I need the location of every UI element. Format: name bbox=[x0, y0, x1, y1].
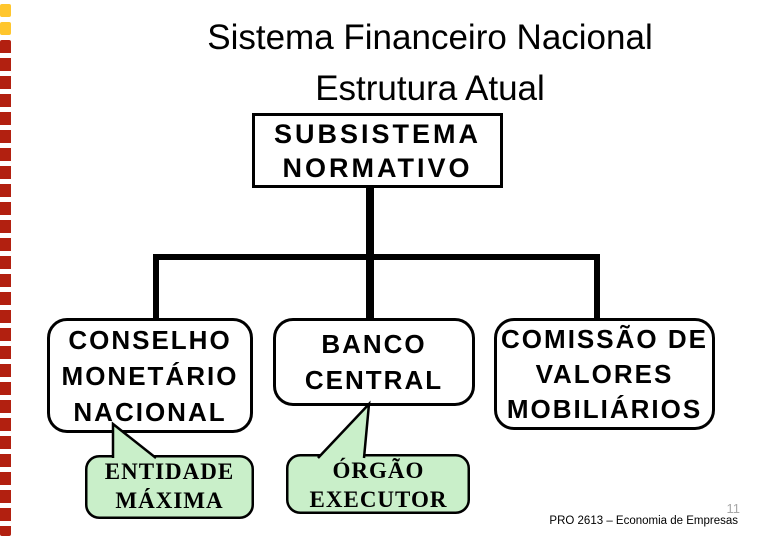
callout-entidade-line2: MÁXIMA bbox=[115, 488, 224, 513]
box-cvm-line1: COMISSÃO DE bbox=[501, 323, 708, 354]
callout-orgao-box bbox=[286, 454, 470, 514]
callout-entidade-pointer bbox=[111, 421, 157, 459]
edge-decoration-dashes bbox=[0, 40, 11, 536]
box-bc-line1: BANCO bbox=[321, 329, 427, 359]
connector-right-drop bbox=[594, 260, 600, 318]
edge-decoration-bar bbox=[0, 4, 11, 536]
callout-orgao-executor: ÓRGÃO EXECUTOR bbox=[287, 455, 470, 515]
box-cvm-line3: MOBILIÁRIOS bbox=[506, 393, 703, 424]
box-cmn-line1: CONSELHO bbox=[68, 324, 232, 355]
callout-orgao-executor-shape bbox=[286, 400, 470, 514]
box-cmn-line3: NACIONAL bbox=[73, 396, 227, 427]
box-cvm-line2: VALORES bbox=[535, 358, 674, 389]
box-subsistema-line2: NORMATIVO bbox=[282, 152, 473, 183]
edge-decoration-dot bbox=[0, 4, 11, 17]
callout-entidade-box bbox=[85, 455, 254, 519]
slide-title-line2: Estrutura Atual bbox=[315, 69, 545, 108]
connector-horizontal bbox=[153, 254, 600, 260]
footer-course-label: PRO 2613 – Economia de Empresas bbox=[549, 515, 738, 527]
slide-title: Sistema Financeiro Nacional Estrutura At… bbox=[150, 12, 710, 114]
page-number: 11 bbox=[726, 501, 741, 516]
callout-entidade-maxima-shape bbox=[85, 421, 254, 519]
edge-decoration-dot bbox=[0, 22, 11, 35]
callout-orgao-line2: EXECUTOR bbox=[309, 487, 448, 512]
box-subsistema-normativo: SUBSISTEMA NORMATIVO bbox=[252, 113, 503, 188]
callout-orgao-line1: ÓRGÃO bbox=[332, 458, 425, 483]
connector-left-drop bbox=[153, 260, 159, 318]
slide-title-line1: Sistema Financeiro Nacional bbox=[207, 18, 653, 57]
box-banco-central: BANCO CENTRAL bbox=[273, 318, 475, 406]
box-comissao-valores-mobiliarios: COMISSÃO DE VALORES MOBILIÁRIOS bbox=[494, 318, 715, 430]
box-conselho-monetario-nacional: CONSELHO MONETÁRIO NACIONAL bbox=[47, 318, 253, 433]
box-bc-line2: CENTRAL bbox=[304, 365, 444, 395]
connector-root-vertical bbox=[366, 188, 374, 318]
box-cmn-line2: MONETÁRIO bbox=[61, 360, 239, 391]
callout-entidade-maxima: ENTIDADE MÁXIMA bbox=[85, 455, 254, 517]
box-subsistema-line1: SUBSISTEMA bbox=[273, 118, 482, 149]
callout-orgao-pointer bbox=[317, 400, 371, 459]
callout-entidade-line1: ENTIDADE bbox=[104, 459, 235, 484]
